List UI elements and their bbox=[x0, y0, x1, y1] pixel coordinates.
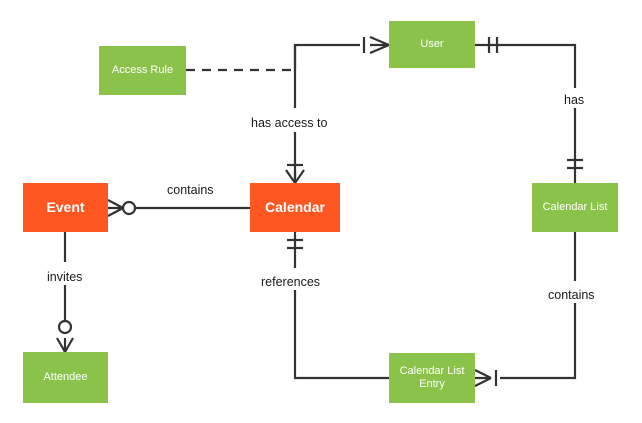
edge-user-calendarlist-upper bbox=[475, 43, 577, 88]
entity-attendee-label: Attendee bbox=[43, 371, 88, 384]
card-cle-right-crow bbox=[474, 369, 492, 387]
card-event-crow bbox=[107, 199, 124, 217]
entity-calendar[interactable]: Calendar bbox=[250, 183, 340, 232]
entity-calendar-list-label: Calendar List bbox=[542, 201, 608, 214]
card-calendarlist-top-double-bar bbox=[567, 158, 583, 170]
entity-calendar-list[interactable]: Calendar List bbox=[532, 183, 618, 232]
card-attendee-circle bbox=[57, 319, 73, 335]
entity-calendar-list-entry[interactable]: Calendar List Entry bbox=[389, 353, 475, 403]
card-user-right-double-bar bbox=[487, 37, 499, 53]
entity-event[interactable]: Event bbox=[23, 183, 108, 232]
card-calendar-bottom-double-bar bbox=[287, 238, 303, 250]
entity-calendar-label: Calendar bbox=[265, 199, 325, 216]
edge-label-contains-bottom: contains bbox=[545, 288, 598, 303]
edge-label-has-access-to: has access to bbox=[248, 116, 331, 131]
entity-calendar-list-entry-label: Calendar List Entry bbox=[399, 365, 465, 390]
entity-access-rule[interactable]: Access Rule bbox=[99, 46, 186, 95]
entity-user-label: User bbox=[420, 38, 444, 51]
edge-label-references: references bbox=[258, 275, 324, 290]
edge-calendar-references-lower bbox=[293, 288, 389, 380]
edge-label-has: has bbox=[561, 93, 588, 108]
card-user-left-crow bbox=[369, 35, 390, 55]
edge-calendarlist-contains-lower bbox=[500, 301, 577, 380]
entity-event-label: Event bbox=[46, 199, 85, 216]
card-event-circle bbox=[121, 200, 137, 216]
edge-label-invites: invites bbox=[44, 270, 86, 285]
edge-label-contains-top: contains bbox=[164, 183, 217, 198]
entity-access-rule-label: Access Rule bbox=[111, 64, 174, 77]
card-calendar-top-crow bbox=[285, 169, 305, 184]
entity-attendee[interactable]: Attendee bbox=[23, 352, 108, 403]
edge-user-access-trunk bbox=[293, 43, 360, 70]
card-attendee-crow bbox=[56, 337, 74, 353]
entity-user[interactable]: User bbox=[389, 21, 475, 68]
